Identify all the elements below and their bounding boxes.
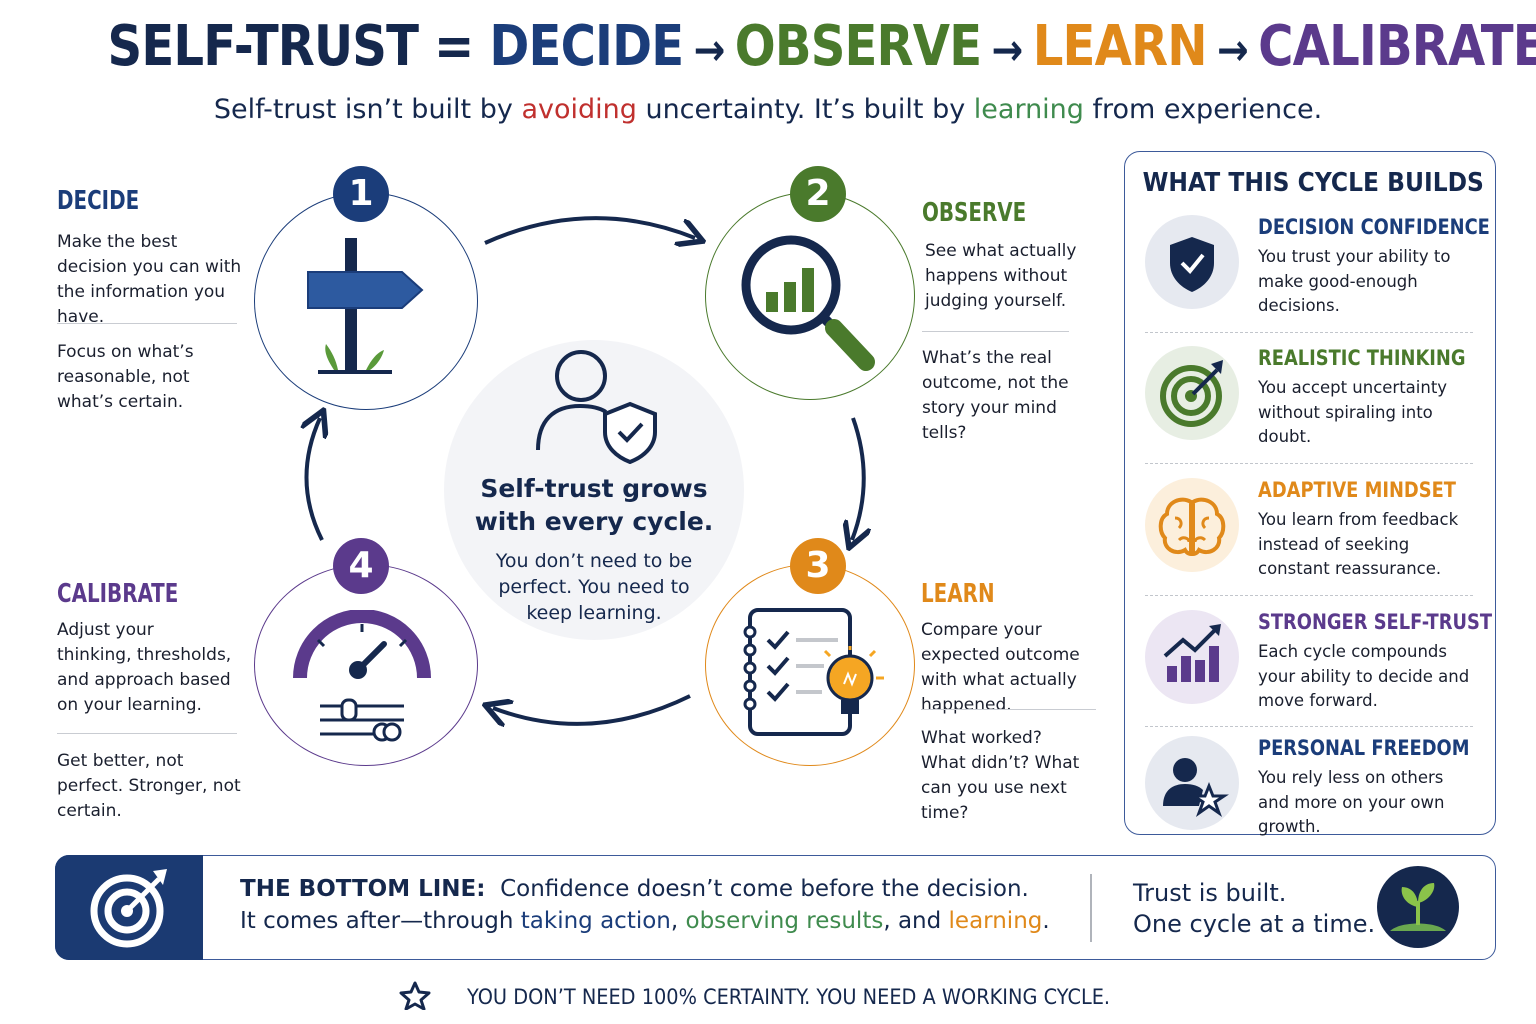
title-decide: DECIDE — [489, 14, 684, 79]
center-body: You don’t need to be perfect. You need t… — [495, 550, 693, 624]
calibrate-title: CALIBRATE — [57, 579, 179, 609]
decide-title: DECIDE — [57, 186, 140, 216]
decide-divider — [57, 323, 237, 324]
bottom-line-box — [55, 855, 1496, 960]
trust-built-text: Trust is built. — [1133, 879, 1287, 907]
title-calibrate: CALIBRATE — [1258, 14, 1536, 79]
sprout-icon — [1377, 866, 1459, 948]
growth-chart-icon — [1145, 610, 1239, 704]
one-cycle-text: One cycle at a time. — [1133, 910, 1376, 938]
magnifier-chart-icon — [741, 235, 875, 371]
bottom-line-text-2: It comes after—through taking action, ob… — [240, 908, 1050, 934]
star-outline-icon — [399, 981, 431, 1011]
observe-note: What’s the real outcome, not the story y… — [922, 348, 1069, 443]
calibrate-text: Adjust your thinking, thresholds, and ap… — [57, 620, 232, 715]
checklist-lightbulb-icon — [743, 608, 884, 736]
shield-check-icon — [1145, 215, 1239, 309]
center-heading: Self-trust grows with every cycle. — [474, 474, 714, 536]
decide-text: Make the best decision you can with the … — [57, 232, 242, 327]
learn-note: What worked? What didn’t? What can you u… — [921, 728, 1080, 823]
observe-divider — [922, 331, 1069, 332]
signpost-icon — [307, 238, 424, 374]
learn-divider — [921, 709, 1096, 710]
target-icon — [1145, 346, 1239, 440]
target-arrow-icon — [90, 869, 167, 948]
person-star-icon — [1145, 736, 1239, 830]
bottom-target-panel — [55, 855, 203, 960]
step-2-badge: 2 — [790, 166, 846, 222]
footer-tagline: YOU DON’T NEED 100% CERTAINTY. YOU NEED … — [0, 980, 1536, 1011]
arrow-learn-to-calibrate — [493, 694, 691, 724]
calibrate-note: Get better, not perfect. Stronger, not c… — [57, 751, 241, 821]
calibrate-divider — [57, 733, 237, 734]
decide-note: Focus on what’s reasonable, not what’s c… — [57, 342, 194, 412]
step-3-badge: 3 — [790, 538, 846, 594]
arrow-calibrate-to-decide — [306, 418, 322, 541]
bottom-line-text-1: THE BOTTOM LINE: Confidence doesn’t come… — [240, 876, 1029, 902]
panel-title: WHAT THIS CYCLE BUILDS — [1142, 168, 1484, 198]
learn-title: LEARN — [921, 579, 995, 609]
arrow-observe-to-learn — [852, 417, 864, 540]
gauge-sliders-icon — [293, 610, 431, 742]
title-learn: LEARN — [1032, 14, 1208, 79]
center-hub — [444, 340, 744, 640]
step-4-badge: 4 — [333, 538, 389, 594]
bottom-line-separator — [1090, 874, 1092, 942]
person-shield-icon — [536, 350, 657, 464]
step-1-badge: 1 — [333, 166, 389, 222]
page-subtitle: Self-trust isn’t built by avoiding uncer… — [213, 94, 1323, 125]
learn-text: Compare your expected outcome with what … — [921, 620, 1080, 715]
arrow-decide-to-observe — [484, 216, 695, 243]
observe-text: See what actually happens without judgin… — [925, 241, 1077, 311]
title-observe: OBSERVE — [734, 14, 982, 79]
page-title: SELF-TRUST = DECIDE→OBSERVE→LEARN→CALIBR… — [108, 14, 1536, 79]
observe-title: OBSERVE — [922, 198, 1027, 228]
brain-icon — [1145, 478, 1239, 572]
